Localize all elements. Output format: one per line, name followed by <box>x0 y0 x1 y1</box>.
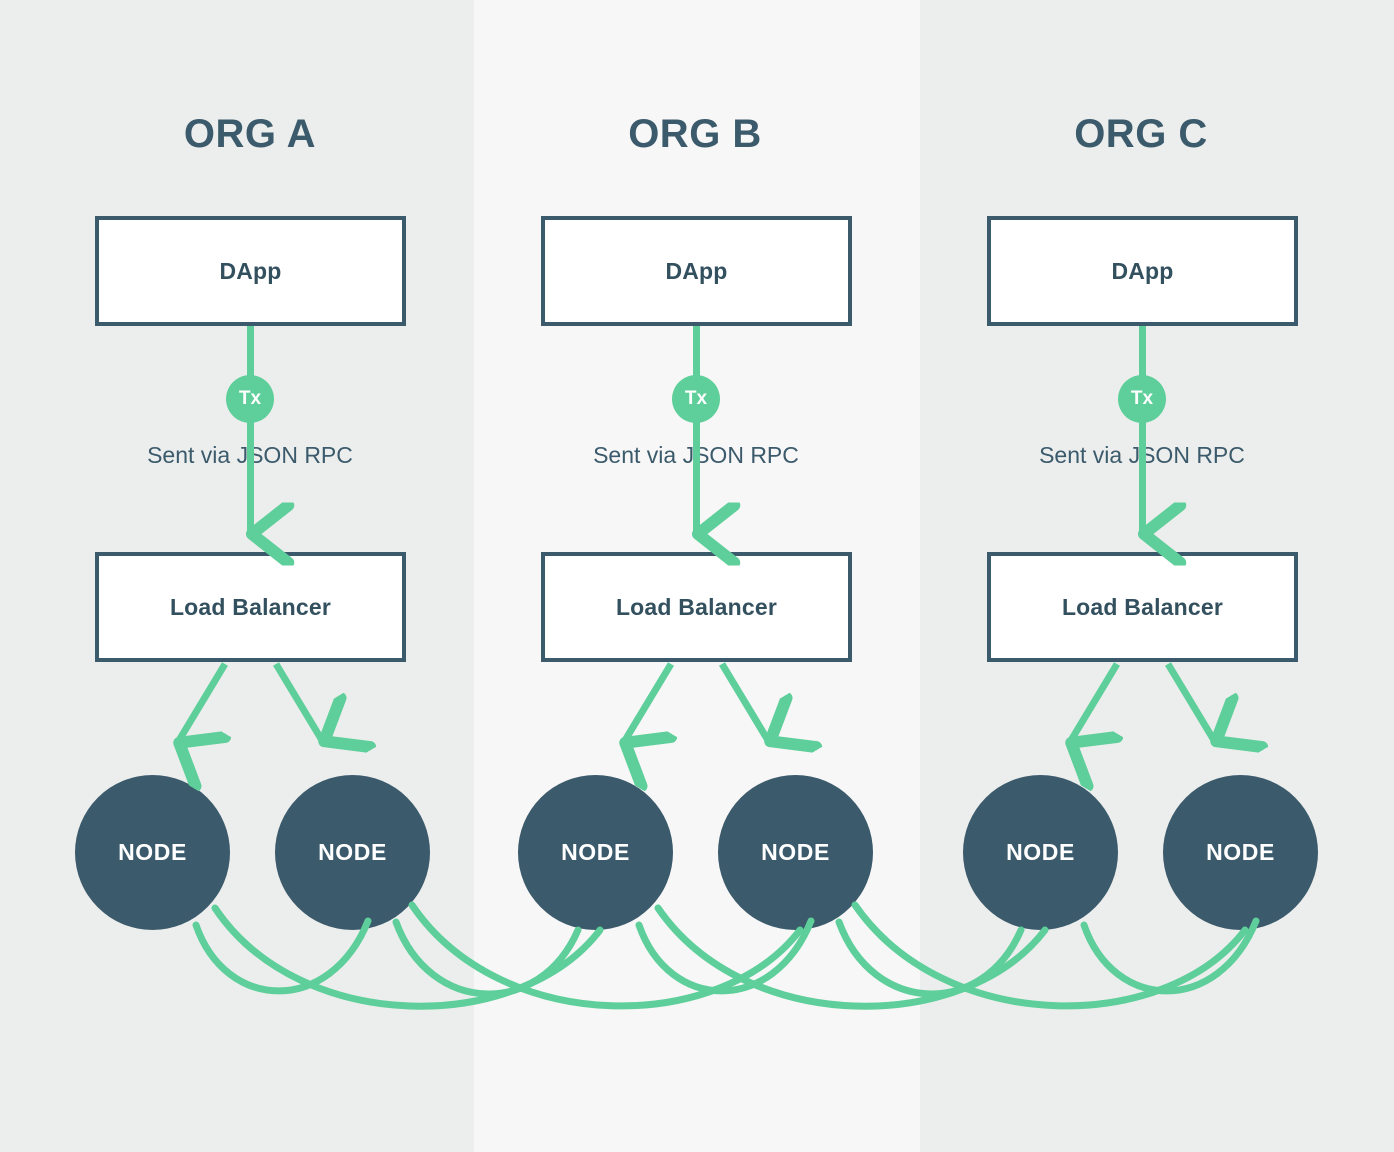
tx-badge-c: Tx <box>1118 375 1166 423</box>
tx-badge-a: Tx <box>226 375 274 423</box>
node-a1[interactable]: NODE <box>75 775 230 930</box>
tx-badge-b: Tx <box>672 375 720 423</box>
load-balancer-box-b[interactable]: Load Balancer <box>541 552 852 662</box>
dapp-box-a[interactable]: DApp <box>95 216 406 326</box>
node-c2[interactable]: NODE <box>1163 775 1318 930</box>
dapp-box-b[interactable]: DApp <box>541 216 852 326</box>
load-balancer-box-c[interactable]: Load Balancer <box>987 552 1298 662</box>
org-title-c: ORG C <box>1074 112 1208 156</box>
node-c1[interactable]: NODE <box>963 775 1118 930</box>
load-balancer-box-a[interactable]: Load Balancer <box>95 552 406 662</box>
rpc-label-a: Sent via JSON RPC <box>147 442 353 468</box>
rpc-label-b: Sent via JSON RPC <box>593 442 799 468</box>
node-b2[interactable]: NODE <box>718 775 873 930</box>
node-a2[interactable]: NODE <box>275 775 430 930</box>
org-title-a: ORG A <box>183 112 317 156</box>
org-title-b: ORG B <box>628 112 762 156</box>
node-b1[interactable]: NODE <box>518 775 673 930</box>
rpc-label-c: Sent via JSON RPC <box>1039 442 1245 468</box>
dapp-box-c[interactable]: DApp <box>987 216 1298 326</box>
